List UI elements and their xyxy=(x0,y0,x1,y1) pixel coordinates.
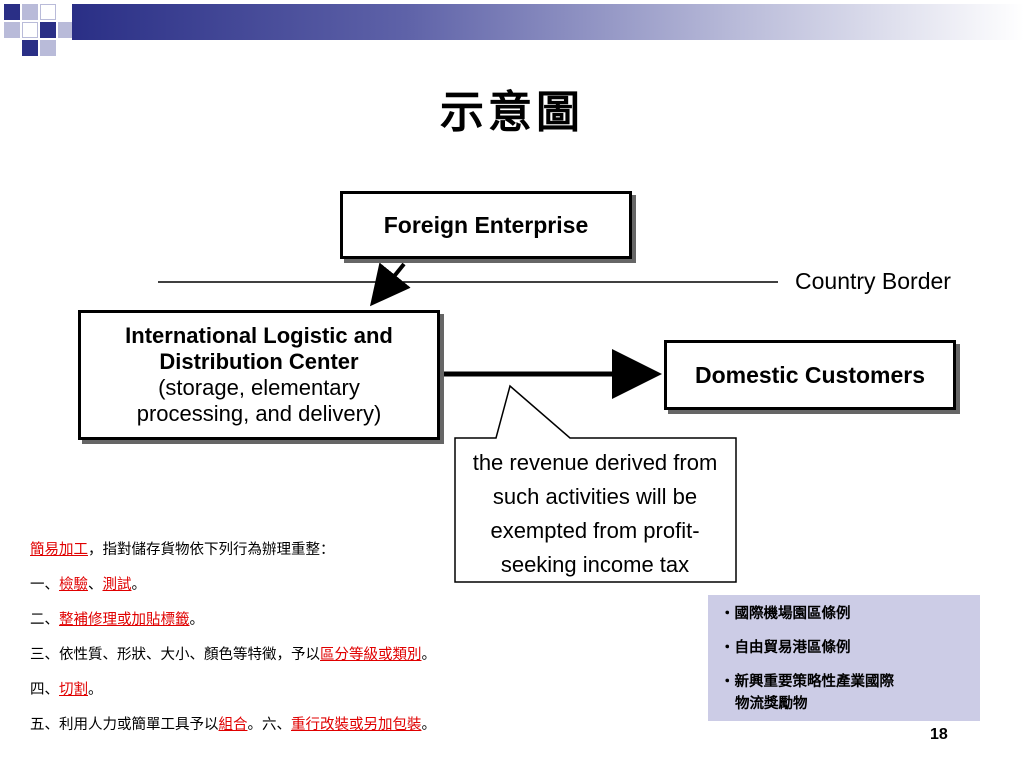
note-line-1: 簡易加工，指對儲存貨物依下列行為辦理重整： xyxy=(30,533,436,568)
logistic-center-box: International Logistic and Distribution … xyxy=(78,310,440,440)
note-text: 。 xyxy=(421,717,437,733)
regulations-box: ・國際機場園區條例 ・自由貿易港區條例 ・新興重要策略性產業國際 物流獎勵物 xyxy=(708,595,980,721)
regulation-item: ・新興重要策略性產業國際 xyxy=(720,673,894,690)
arrow-to-ilc xyxy=(369,262,411,307)
callout-line: the revenue derived from xyxy=(472,450,718,475)
note-highlight: 檢驗 xyxy=(59,577,88,593)
header-square-1 xyxy=(4,4,20,20)
note-text: 。 xyxy=(189,612,205,628)
regulation-item: ・自由貿易港區條例 xyxy=(720,639,851,656)
domestic-customers-box: Domestic Customers xyxy=(664,340,956,410)
note-highlight: 整補修理或加貼標籤 xyxy=(59,612,190,628)
note-highlight: 簡易加工 xyxy=(30,542,88,558)
note-text: ，指對儲存貨物依下列行為辦理重整： xyxy=(88,542,335,558)
note-line-3: 二、整補修理或加貼標籤。 xyxy=(30,603,436,638)
header-square-5 xyxy=(22,22,38,38)
header-square-6 xyxy=(40,22,56,38)
processing-notes: 簡易加工，指對儲存貨物依下列行為辦理重整： 一、檢驗、測試。 二、整補修理或加貼… xyxy=(30,533,436,743)
callout-outline xyxy=(454,384,737,583)
callout-line: exempted from profit- xyxy=(490,518,700,543)
note-text: 二、 xyxy=(30,612,59,628)
header-square-3 xyxy=(40,4,56,20)
note-highlight: 組合 xyxy=(218,717,248,733)
ilc-title-line-1: International Logistic and xyxy=(125,323,393,348)
ilc-title-line-2: Distribution Center xyxy=(159,349,359,374)
note-highlight: 重行改裝或另加包裝 xyxy=(291,717,422,733)
regulation-item: ・國際機場園區條例 xyxy=(720,605,851,622)
note-text: 。 xyxy=(421,647,437,663)
note-highlight: 切割 xyxy=(59,682,88,698)
note-text: 。六、 xyxy=(247,717,292,733)
note-text: 、 xyxy=(88,577,103,593)
header-square-4 xyxy=(4,22,20,38)
note-text: 三、依性質、形狀、大小、顏色等特徵，予以 xyxy=(30,647,320,663)
page-number: 18 xyxy=(930,726,948,743)
domestic-customers-label: Domestic Customers xyxy=(694,361,926,388)
note-text: 一、 xyxy=(30,577,59,593)
ilc-desc-line-2: processing, and delivery) xyxy=(136,401,382,426)
header-square-2 xyxy=(22,4,38,20)
note-line-2: 一、檢驗、測試。 xyxy=(30,568,436,603)
note-highlight: 區分等級或類別 xyxy=(320,647,422,663)
header-square-9 xyxy=(40,40,56,56)
note-line-4: 三、依性質、形狀、大小、顏色等特徵，予以區分等級或類別。 xyxy=(30,638,436,673)
header-square-7 xyxy=(58,22,72,38)
slide-title: 示意圖 xyxy=(440,87,584,138)
callout-line: seeking income tax xyxy=(500,552,690,577)
note-line-6: 五、利用人力或簡單工具予以組合。六、重行改裝或另加包裝。 xyxy=(30,708,436,743)
header-gradient-bar xyxy=(72,4,1024,40)
note-text: 四、 xyxy=(30,682,59,698)
note-text: 。 xyxy=(88,682,103,698)
note-line-5: 四、切割。 xyxy=(30,673,436,708)
foreign-enterprise-box: Foreign Enterprise xyxy=(340,191,632,259)
note-text: 五、利用人力或簡單工具予以 xyxy=(30,717,219,733)
foreign-enterprise-label: Foreign Enterprise xyxy=(383,211,589,238)
note-highlight: 測試 xyxy=(102,577,132,593)
note-text: 。 xyxy=(131,577,147,593)
ilc-desc-line-1: (storage, elementary xyxy=(158,375,360,400)
callout-line: such activities will be xyxy=(492,484,698,509)
tax-exemption-callout: the revenue derived from such activities… xyxy=(458,446,732,582)
country-border-label: Country Border xyxy=(795,268,951,294)
header-square-8 xyxy=(22,40,38,56)
regulation-item: 物流獎勵物 xyxy=(735,695,808,712)
